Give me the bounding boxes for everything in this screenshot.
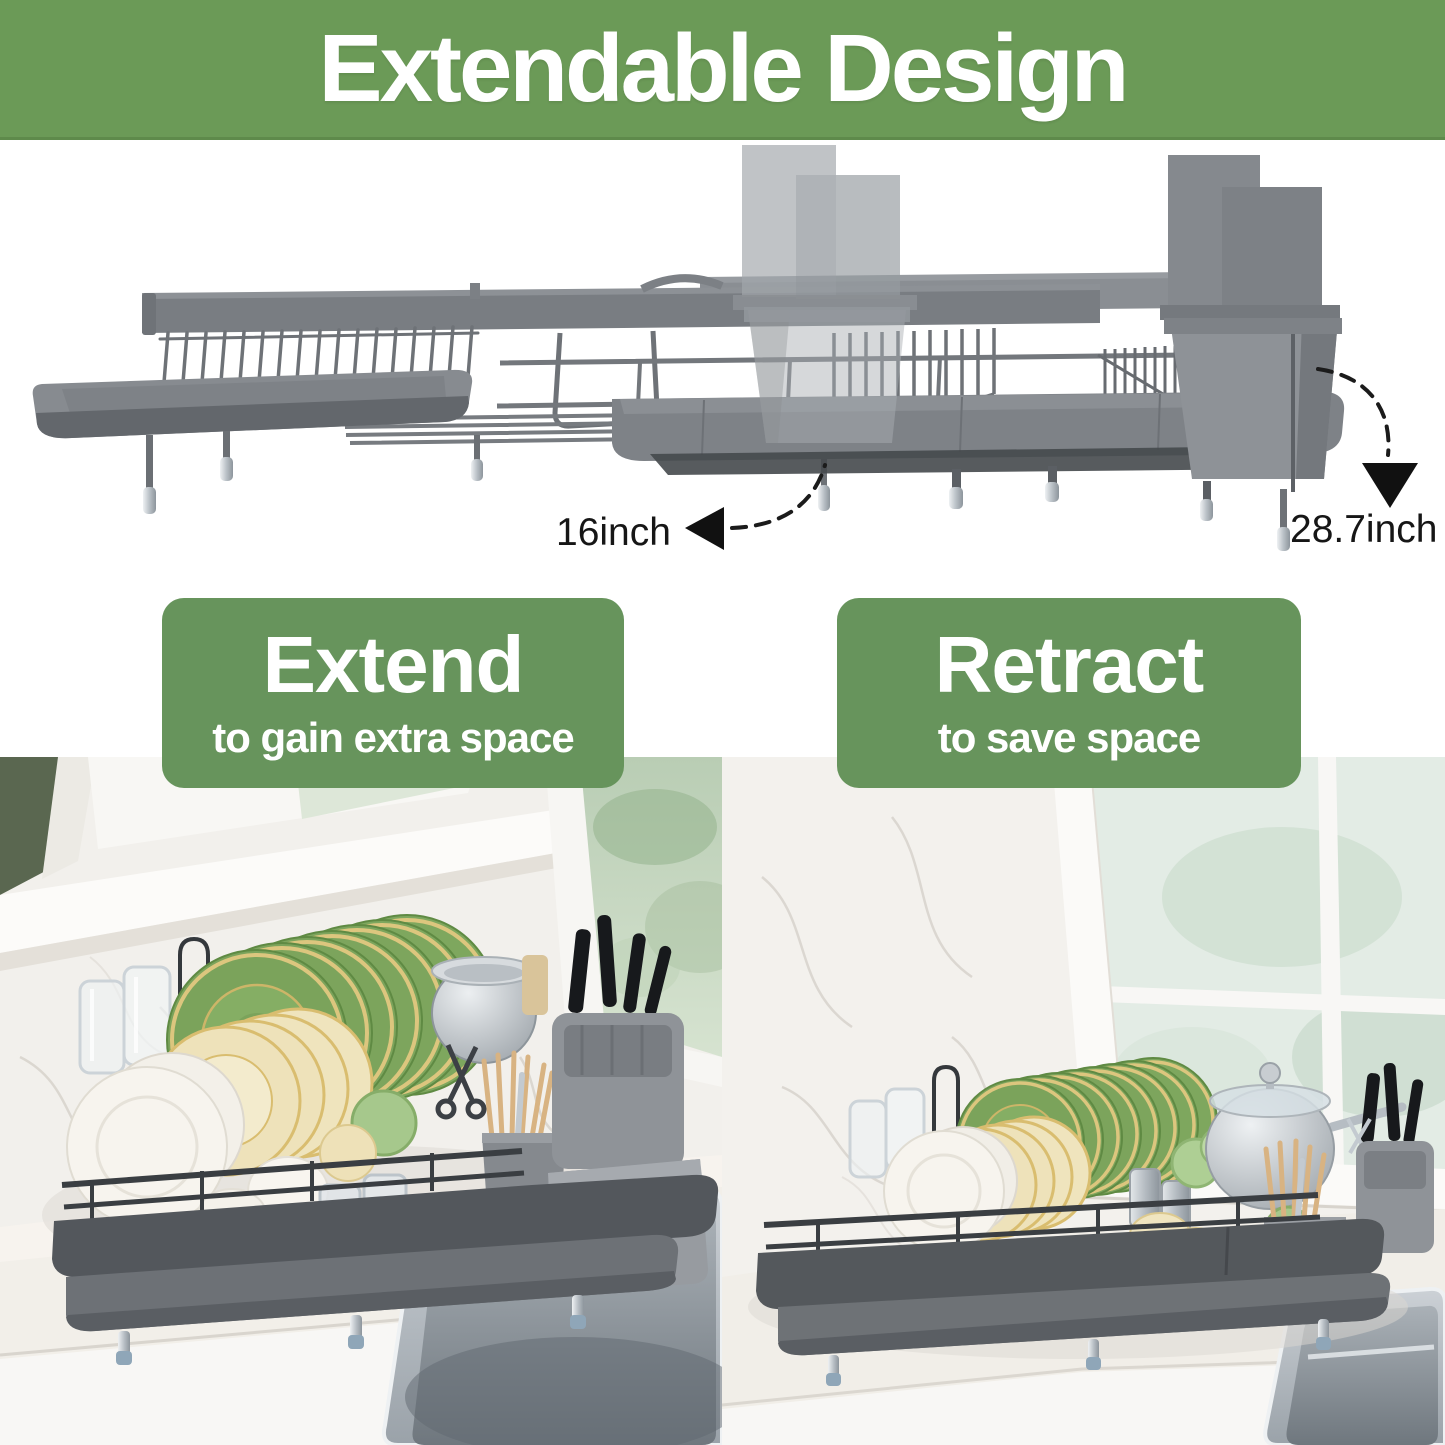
glasses xyxy=(78,965,172,1075)
rack-feet xyxy=(116,1295,586,1365)
dish-rack xyxy=(748,1057,1434,1386)
dish-rack-diagram xyxy=(32,145,1418,680)
banner-title: Extendable Design xyxy=(318,14,1130,122)
dashed-connector-left xyxy=(730,463,827,530)
card-retract: Retract to save space xyxy=(837,598,1301,788)
plate-slot-wires xyxy=(158,325,480,397)
scissors xyxy=(435,1044,487,1120)
rack-frame-wires xyxy=(763,1192,1321,1257)
pot xyxy=(431,956,537,1064)
bottle xyxy=(522,955,548,1015)
dashed-connector-right xyxy=(1316,367,1391,457)
arrow-down-icon xyxy=(1362,463,1418,508)
knife-holder xyxy=(552,915,684,1169)
card-extend-subtitle: to gain extra space xyxy=(212,713,574,761)
dish-rack-illustration xyxy=(32,145,1345,551)
measurement-connectors xyxy=(685,367,1418,550)
rack-base xyxy=(52,1174,719,1278)
arrow-left-icon xyxy=(685,507,724,550)
utensil-holder xyxy=(1160,155,1342,551)
card-extend-title: Extend xyxy=(262,620,525,710)
measurement-label-extended: 28.7inch xyxy=(1290,508,1438,551)
photo-extend xyxy=(0,757,722,1445)
window xyxy=(0,757,584,971)
photo-retract xyxy=(722,757,1445,1445)
rack-feet xyxy=(826,1319,1331,1386)
white-plates xyxy=(66,1052,245,1228)
dish-rack xyxy=(42,914,719,1365)
photo-row xyxy=(0,757,1445,1445)
cream-bowl xyxy=(319,1124,377,1182)
rack-frame-wires xyxy=(61,1148,525,1221)
drainboard xyxy=(612,391,1345,509)
card-retract-subtitle: to save space xyxy=(937,713,1202,761)
card-retract-title: Retract xyxy=(934,620,1205,710)
left-drip-tray xyxy=(32,369,473,439)
banner: Extendable Design xyxy=(0,0,1445,140)
measurement-label-retracted: 16inch xyxy=(556,511,671,554)
ghost-utensil-holder xyxy=(733,145,917,443)
cabinet xyxy=(722,1360,1445,1445)
card-extend: Extend to gain extra space xyxy=(162,598,624,788)
